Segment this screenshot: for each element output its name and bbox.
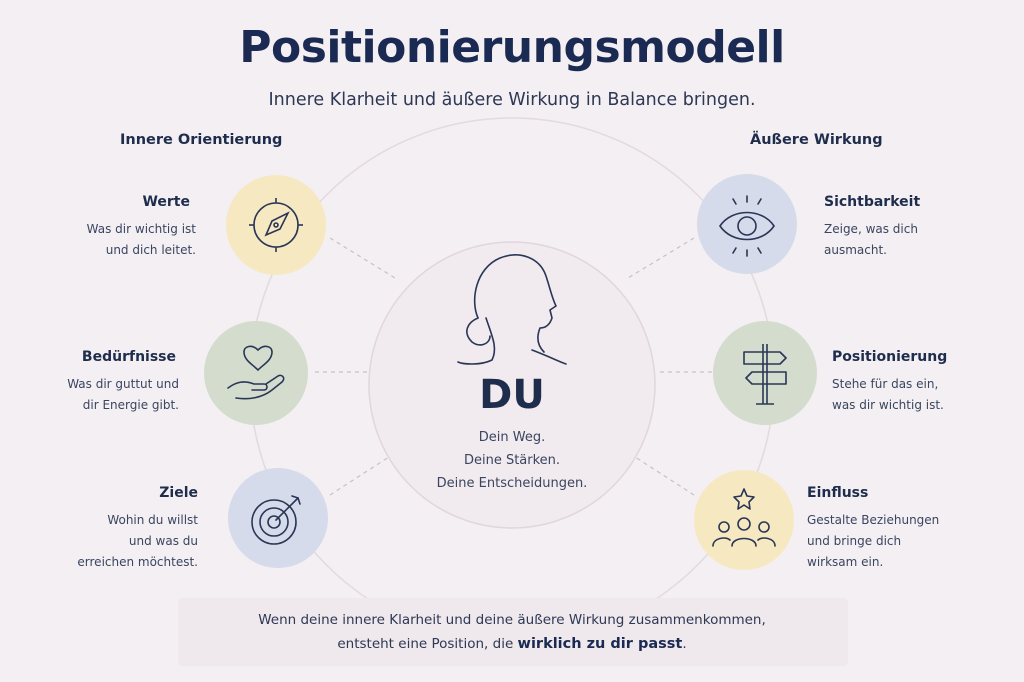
signpost-circle [713, 321, 817, 425]
item-title-sichtbarkeit: Sichtbarkeit [824, 194, 921, 210]
item-title-ziele: Ziele [159, 485, 198, 501]
people-star-icon [712, 488, 776, 547]
connector-lines [315, 237, 712, 496]
item-line-werte-1: Was dir wichtig ist [86, 222, 196, 236]
item-line-sichtbarkeit-1: Zeige, was dich [824, 222, 918, 236]
page-title: Positionierungsmodell [239, 22, 785, 73]
footer-line-1: Wenn deine innere Klarheit und deine äuß… [258, 612, 766, 628]
item-title-werte: Werte [142, 194, 190, 210]
item-line-ziele-2: und was du [128, 534, 198, 548]
item-line-beduerfnisse-2: dir Energie gibt. [82, 398, 179, 412]
center-line-3: Deine Entscheidungen. [436, 476, 588, 491]
item-line-sichtbarkeit-2: ausmacht. [824, 243, 887, 257]
compass-icon [249, 198, 303, 252]
compass-circle [226, 175, 326, 275]
item-line-ziele-3: erreichen möchtest. [77, 555, 198, 569]
footer-box [178, 598, 848, 666]
center-line-1: Dein Weg. [478, 430, 546, 445]
item-line-ziele-1: Wohin du willst [107, 513, 198, 527]
footer-emphasis: wirklich zu dir passt [517, 636, 683, 652]
page-subtitle: Innere Klarheit und äußere Wirkung in Ba… [268, 90, 756, 110]
heart-hand-circle [204, 321, 308, 425]
section-label-right: Äußere Wirkung [750, 132, 883, 148]
signpost-icon [743, 344, 787, 405]
footer-line-2-suffix: . [682, 636, 687, 652]
item-line-werte-2: und dich leitet. [105, 243, 196, 257]
target-icon [251, 495, 301, 545]
center-name: DU [479, 372, 545, 418]
item-title-beduerfnisse: Bedürfnisse [81, 349, 176, 365]
footer-line-2: entsteht eine Position, die wirklich zu … [0, 636, 1024, 652]
target-circle [228, 468, 328, 568]
item-line-positionierung-2: was dir wichtig ist. [832, 398, 944, 412]
footer-line-2-prefix: entsteht eine Position, die [337, 636, 518, 652]
section-label-left: Innere Orientierung [120, 132, 283, 148]
item-line-einfluss-3: wirksam ein. [807, 555, 884, 569]
item-line-positionierung-1: Stehe für das ein, [832, 377, 939, 391]
item-title-positionierung: Positionierung [832, 349, 948, 365]
item-line-einfluss-2: und bringe dich [807, 534, 902, 548]
people-circle [694, 470, 794, 570]
item-line-beduerfnisse-1: Was dir guttut und [67, 377, 179, 391]
heart-hand-icon [227, 345, 285, 400]
woman-profile-icon [457, 254, 567, 365]
center-circle [368, 241, 656, 529]
item-line-einfluss-1: Gestalte Beziehungen [807, 513, 940, 527]
eye-circle [697, 174, 797, 274]
eye-icon [719, 195, 775, 257]
center-line-2: Deine Stärken. [463, 453, 561, 468]
item-title-einfluss: Einfluss [807, 485, 869, 501]
